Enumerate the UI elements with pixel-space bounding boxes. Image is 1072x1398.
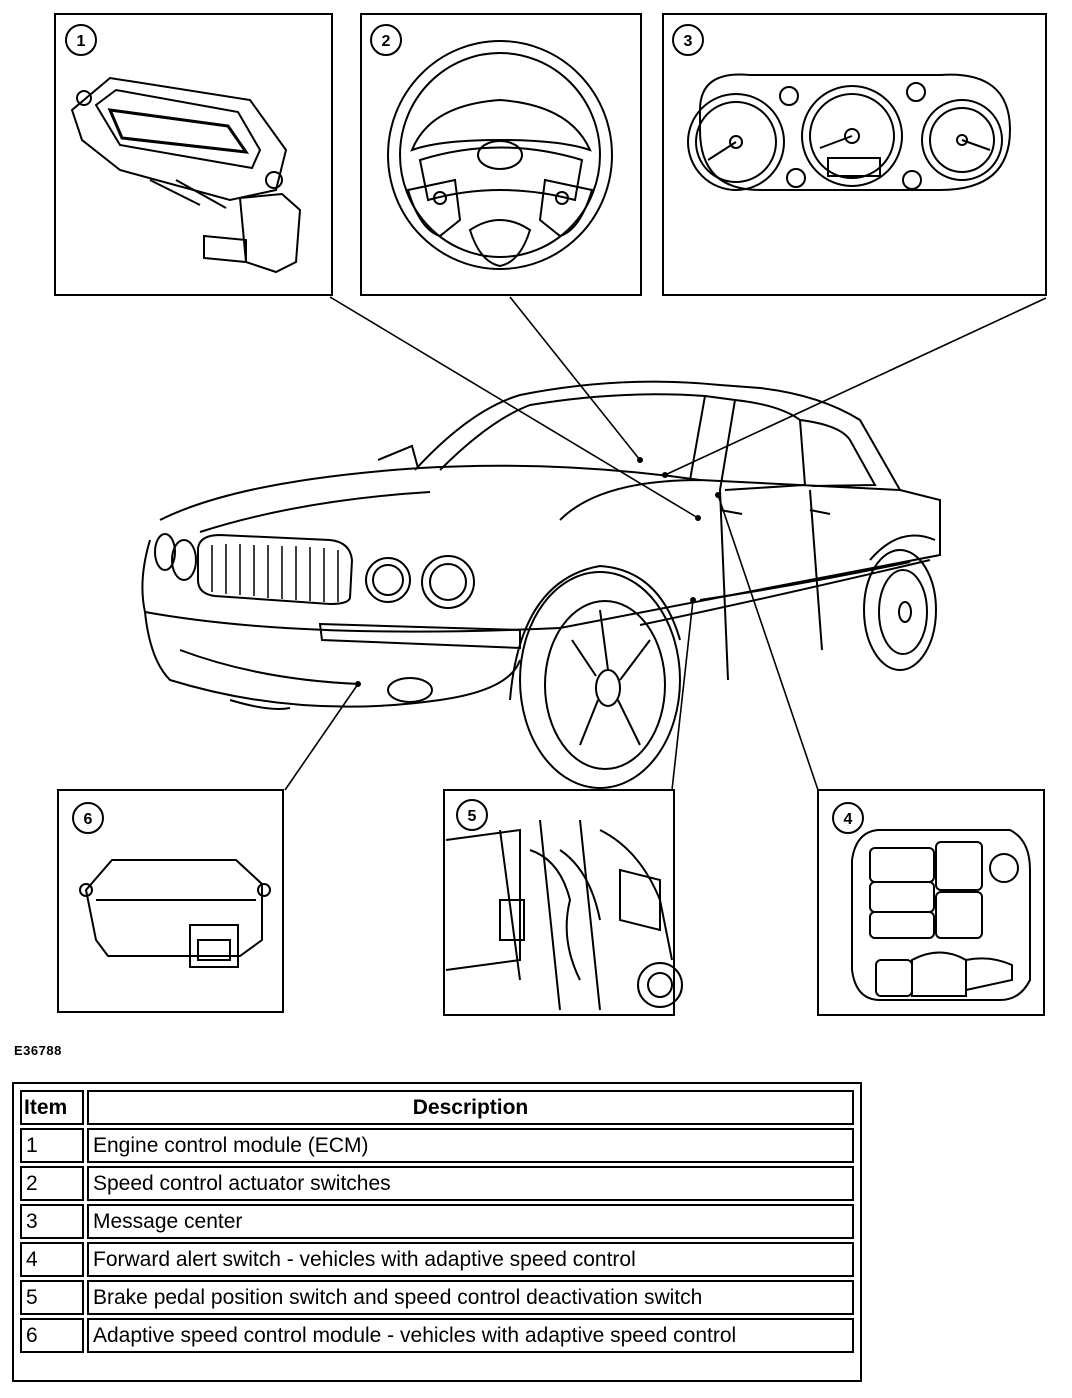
callout-6: 6 (84, 811, 93, 828)
panel-2-steering-wheel (360, 13, 642, 296)
table-header-row: Item Description (20, 1090, 854, 1125)
panel-1-ecm (54, 13, 333, 296)
callout-1: 1 (77, 33, 86, 50)
row-item: 4 (20, 1242, 84, 1277)
table-row: 5 Brake pedal position switch and speed … (20, 1280, 854, 1315)
row-item: 6 (20, 1318, 84, 1353)
panel-3-instrument-cluster (662, 13, 1047, 296)
table-row: 2 Speed control actuator switches (20, 1166, 854, 1201)
callout-5: 5 (468, 808, 477, 825)
table-row: 4 Forward alert switch - vehicles with a… (20, 1242, 854, 1277)
vehicle-outline (141, 380, 941, 789)
row-description: Speed control actuator switches (87, 1166, 854, 1201)
row-description: Engine control module (ECM) (87, 1128, 854, 1163)
row-description: Adaptive speed control module - vehicles… (87, 1318, 854, 1353)
leader-lines (284, 296, 1047, 791)
table-row: 1 Engine control module (ECM) (20, 1128, 854, 1163)
callout-4: 4 (844, 811, 853, 828)
legend-table: Item Description 1 Engine control module… (12, 1082, 862, 1382)
row-item: 5 (20, 1280, 84, 1315)
row-item: 2 (20, 1166, 84, 1201)
table-row: 6 Adaptive speed control module - vehicl… (20, 1318, 854, 1353)
component-location-diagram: 1 2 3 4 5 6 (54, 13, 1047, 1016)
panel-5-brake-pedal (443, 789, 683, 1016)
callout-3: 3 (684, 33, 693, 50)
row-item: 3 (20, 1204, 84, 1239)
header-item: Item (20, 1090, 84, 1125)
row-description: Message center (87, 1204, 854, 1239)
figure-code: E36788 (14, 1043, 62, 1058)
header-description: Description (87, 1090, 854, 1125)
panel-6-adaptive-module (57, 789, 284, 1013)
row-description: Forward alert switch - vehicles with ada… (87, 1242, 854, 1277)
row-description: Brake pedal position switch and speed co… (87, 1280, 854, 1315)
table-row: 3 Message center (20, 1204, 854, 1239)
row-item: 1 (20, 1128, 84, 1163)
callout-2: 2 (382, 33, 391, 50)
panel-4-switch-pack (817, 789, 1045, 1016)
